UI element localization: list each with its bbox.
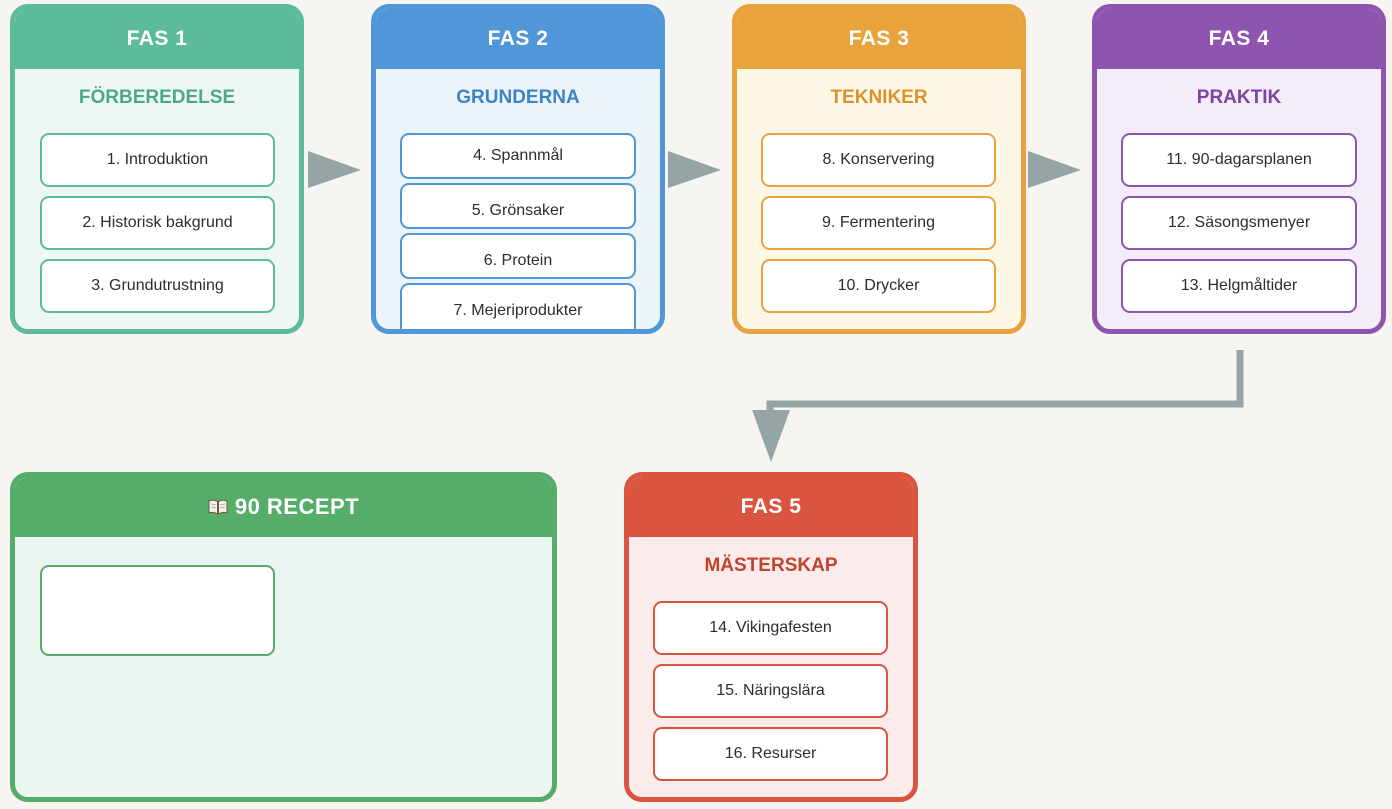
chapter-item-6[interactable]: 6. Protein — [400, 233, 636, 279]
chapter-label: 8. Konservering — [822, 151, 935, 168]
phase-header: FAS 1 — [15, 9, 299, 69]
phase-header: FAS 4 — [1097, 9, 1381, 69]
phase-title: PRAKTIK — [1196, 87, 1282, 108]
recipes-label: 90 RECEPT — [234, 494, 360, 519]
phase-title: TEKNIKER — [830, 87, 928, 108]
chapter-label: 3. Grundutrustning — [91, 277, 224, 294]
phase-label: FAS 1 — [126, 27, 188, 50]
arrow-fas2-to-fas3 — [668, 151, 721, 188]
arrow-fas3-to-fas4 — [1028, 151, 1081, 188]
chapter-label: 11. 90-dagarsplanen — [1166, 151, 1312, 168]
chapter-label: 6. Protein — [483, 252, 553, 269]
chapter-item-4[interactable]: 4. Spannmål — [400, 133, 636, 179]
phase-label: FAS 5 — [740, 495, 802, 518]
chapter-label: 10. Drycker — [837, 277, 920, 294]
open-book-icon — [208, 499, 228, 515]
arrow-fas1-to-fas2 — [308, 151, 361, 188]
recipes-placeholder-box[interactable] — [40, 565, 275, 656]
chapter-item-13[interactable]: 13. Helgmåltider — [1121, 259, 1357, 313]
phase-label: FAS 2 — [487, 27, 549, 50]
phase-header: FAS 3 — [737, 9, 1021, 69]
phase-label: FAS 4 — [1208, 27, 1270, 50]
chapter-item-10[interactable]: 10. Drycker — [761, 259, 996, 313]
recipes-header: 90 RECEPT — [15, 477, 552, 537]
chapter-label: 7. Mejeriprodukter — [453, 302, 583, 319]
chapter-label: 14. Vikingafesten — [709, 619, 832, 636]
chapter-label: 1. Introduktion — [106, 151, 209, 168]
chapter-item-5[interactable]: 5. Grönsaker — [400, 183, 636, 229]
arrow-fas4-to-fas5-line — [766, 350, 1244, 418]
phase-title: FÖRBEREDELSE — [78, 87, 236, 108]
chapter-item-1[interactable]: 1. Introduktion — [40, 133, 275, 187]
chapter-label: 9. Fermentering — [822, 214, 935, 231]
chapter-label: 16. Resurser — [724, 745, 817, 762]
chapter-label: 15. Näringslära — [716, 682, 825, 699]
chapter-item-15[interactable]: 15. Näringslära — [653, 664, 888, 718]
phase-title: GRUNDERNA — [456, 87, 580, 108]
arrow-fas4-to-fas5-head — [752, 410, 790, 462]
chapter-item-11[interactable]: 11. 90-dagarsplanen — [1121, 133, 1357, 187]
phase-header: FAS 5 — [629, 477, 913, 537]
chapter-item-2[interactable]: 2. Historisk bakgrund — [40, 196, 275, 250]
phase-header: FAS 2 — [376, 9, 660, 69]
chapter-item-16[interactable]: 16. Resurser — [653, 727, 888, 781]
phase-title: MÄSTERSKAP — [704, 555, 838, 576]
chapter-item-8[interactable]: 8. Konservering — [761, 133, 996, 187]
chapter-item-7[interactable]: 7. Mejeriprodukter — [400, 283, 636, 329]
chapter-item-14[interactable]: 14. Vikingafesten — [653, 601, 888, 655]
chapter-item-3[interactable]: 3. Grundutrustning — [40, 259, 275, 313]
chapter-label: 4. Spannmål — [473, 147, 563, 164]
chapter-label: 13. Helgmåltider — [1180, 277, 1298, 294]
chapter-label: 5. Grönsaker — [471, 202, 565, 219]
chapter-item-9[interactable]: 9. Fermentering — [761, 196, 996, 250]
phase-label: FAS 3 — [848, 27, 910, 50]
chapter-label: 2. Historisk bakgrund — [82, 214, 233, 231]
chapter-label: 12. Säsongsmenyer — [1167, 214, 1311, 231]
chapter-item-12[interactable]: 12. Säsongsmenyer — [1121, 196, 1357, 250]
